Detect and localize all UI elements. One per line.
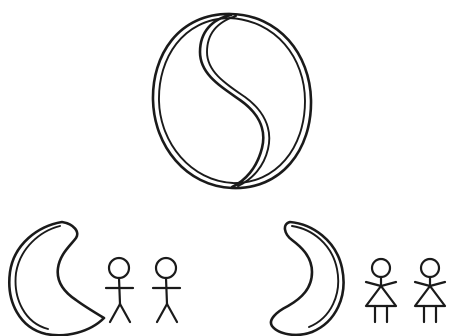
stick-figure-woman-icon xyxy=(366,259,396,322)
yin-half-icon xyxy=(9,222,104,335)
yin-yang-icon xyxy=(153,14,311,188)
yang-half-icon xyxy=(271,222,344,335)
stick-figure-woman-icon xyxy=(415,259,445,322)
stick-figure-man-icon xyxy=(106,258,133,322)
stick-figure-man-icon xyxy=(153,258,180,322)
